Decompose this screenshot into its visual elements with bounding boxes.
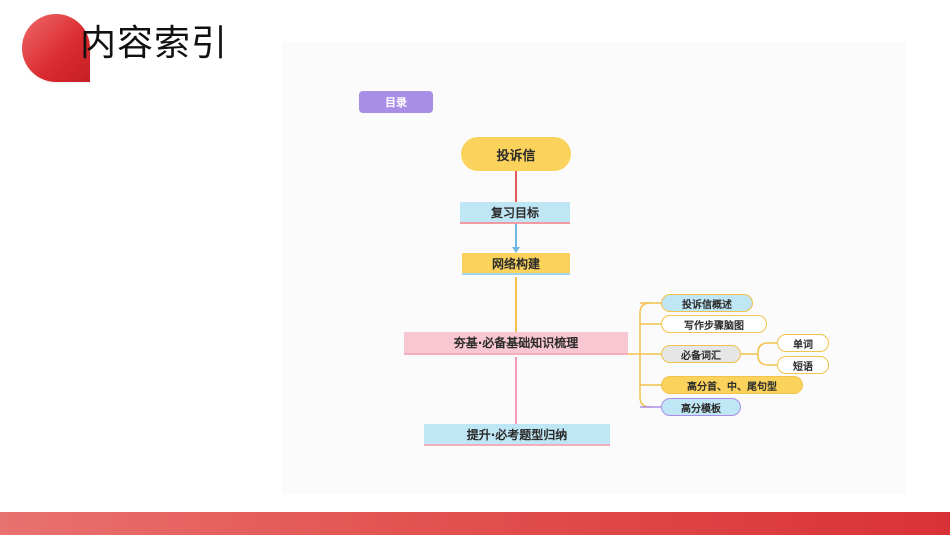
branch-vocabulary: 必备词汇 — [661, 345, 741, 363]
node-review-goals: 复习目标 — [460, 202, 570, 224]
mindmap-image-panel — [282, 42, 906, 494]
title-area — [22, 14, 90, 82]
branch-words: 单词 — [777, 334, 829, 352]
branch-sentence-patterns: 高分首、中、尾句型 — [661, 376, 803, 394]
branch-template: 高分模板 — [661, 398, 741, 416]
branch-writing-steps: 写作步骤脑图 — [661, 315, 767, 333]
root-node-complaint-letter: 投诉信 — [461, 137, 571, 171]
title-decoration-shape — [22, 14, 90, 82]
toc-label: 目录 — [359, 91, 433, 113]
node-network-building: 网络构建 — [462, 253, 570, 275]
node-exam-types: 提升·必考题型归纳 — [424, 424, 610, 446]
branch-phrases: 短语 — [777, 356, 829, 374]
node-basic-knowledge: 夯基·必备基础知识梳理 — [404, 332, 628, 355]
slide-title: 内容索引 — [80, 23, 229, 64]
branch-overview: 投诉信概述 — [661, 294, 753, 312]
bottom-accent-bar — [0, 512, 950, 535]
